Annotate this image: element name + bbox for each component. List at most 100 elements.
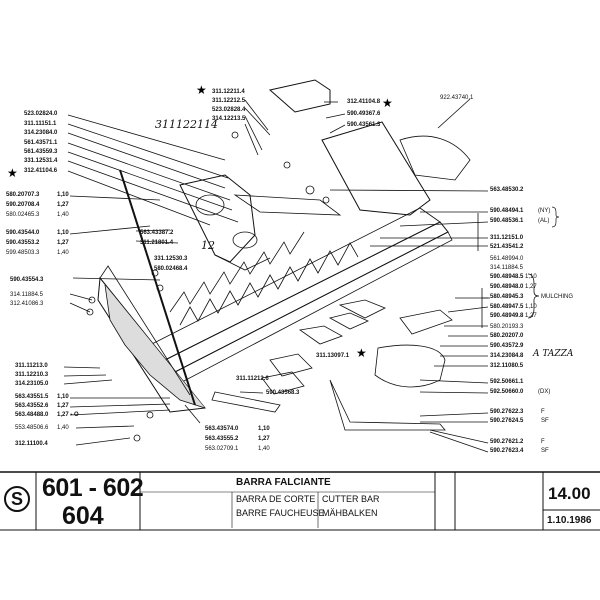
highlight-star-4: ★ [356, 346, 367, 360]
part-label: 1,40 [258, 446, 270, 452]
part-label: 561.43559.3 [24, 149, 58, 155]
brand-logo-letter: S [10, 489, 23, 509]
section-title: BARRA FALCIANTE [236, 477, 331, 488]
part-label: 312.11100.4 [15, 441, 48, 447]
part-label: 580.48945.3 [490, 294, 524, 300]
part-label: 1,10 [57, 230, 69, 236]
part-label: 1,10 [57, 394, 69, 400]
part-label: 590.43553.2 [6, 240, 40, 246]
part-label: SF [541, 448, 549, 454]
part-label: 1,27 [258, 436, 270, 442]
part-label: 311.12151.0 [490, 235, 524, 241]
part-label: 1,40 [57, 212, 69, 218]
revision-date: 1.10.1986 [547, 515, 592, 526]
title-block-frame [0, 471, 600, 531]
model-numbers-line1: 601 - 602 [42, 474, 144, 502]
part-label: 1,10 [57, 192, 69, 198]
mulching-note: MULCHING [541, 294, 574, 300]
part-label: 561.43571.1 [24, 140, 58, 146]
part-label: 563.48530.2 [490, 187, 524, 193]
part-label: 1,27 [525, 284, 537, 290]
part-label: 590.48948.5 [490, 274, 524, 280]
highlight-star-1: ★ [196, 83, 207, 97]
part-label: 314.12213.5 [212, 116, 246, 122]
part-label: 590.43561.3 [347, 122, 381, 128]
part-label: 1,27 [525, 313, 537, 319]
name-french: BARRE FAUCHEUSE [236, 508, 325, 518]
part-label: 580.20207.0 [490, 333, 524, 339]
brand-logo: S [4, 486, 30, 512]
part-label: 523.02828.4 [212, 107, 246, 113]
part-label: 311.11213.0 [15, 363, 48, 369]
part-label: 312.11080.5 [490, 363, 524, 369]
handwritten-note: 311122114 [155, 118, 218, 131]
page-number: 14.00 [548, 484, 591, 503]
part-label: 590.43544.0 [6, 230, 40, 236]
part-label: 521.43541.2 [490, 244, 524, 250]
name-spanish: BARRA DE CORTE [236, 494, 316, 504]
part-label: 563.43551.5 [15, 394, 49, 400]
part-label: 590.43568.3 [266, 390, 300, 396]
name-german: MÄHBALKEN [322, 508, 378, 518]
part-label: 590.27624.5 [490, 418, 524, 424]
part-label: 1,10 [525, 274, 537, 280]
part-label: 580.02468.4 [154, 266, 188, 272]
part-label: F [541, 439, 545, 445]
part-label: 1,27 - O [57, 412, 79, 418]
part-label: 590.27623.4 [490, 448, 524, 454]
part-label: 592.50661.1 [490, 379, 524, 385]
exploded-drawing [63, 79, 490, 453]
part-label: 1,10 [525, 304, 537, 310]
part-label: 922.43740.1 [440, 95, 474, 101]
part-label: (DX) [538, 389, 551, 395]
part-label: 312.41086.3 [10, 301, 44, 307]
part-label: 1,27 [57, 403, 69, 409]
part-label: 599.48503.3 [6, 250, 40, 256]
part-label: 590.27622.3 [490, 409, 524, 415]
part-label: 311.12210.3 [15, 372, 49, 378]
part-label: 314.11884.5 [10, 292, 43, 298]
part-label: 580.20707.3 [6, 192, 40, 198]
model-numbers-line2: 604 [62, 502, 104, 530]
part-label: 590.43554.3 [10, 277, 44, 283]
part-label: 311.13097.1 [316, 353, 350, 359]
part-label: 590.43572.9 [490, 343, 524, 349]
part-label: 314.23084.8 [490, 353, 524, 359]
highlight-star-2: ★ [382, 96, 393, 110]
part-label: (NY) [538, 208, 551, 214]
mulching-bracket [528, 273, 540, 319]
part-label: 563.43574.0 [205, 426, 239, 432]
title-block: S 601 - 602 604 BARRA FALCIANTE BARRA DE… [0, 470, 600, 600]
part-label: 580.02465.3 [6, 212, 40, 218]
part-label: 331.12531.4 [24, 158, 58, 164]
part-label: 311.11151.1 [24, 121, 57, 127]
part-label: 580.48947.5 [490, 304, 524, 310]
part-label: 311.11212.6 [236, 376, 269, 382]
part-label: 592.50660.0 [490, 389, 524, 395]
part-label: SF [541, 418, 549, 424]
part-label: F [541, 409, 545, 415]
part-label: 563.43555.2 [205, 436, 239, 442]
part-label: 311.12212.5 [212, 98, 246, 104]
part-label: 563.48488.0 [15, 412, 49, 418]
part-label: 1,10 [258, 426, 270, 432]
part-label: 590.48536.1 [490, 218, 524, 224]
part-label: 312.41104.6 [24, 168, 58, 174]
part-label: 563.02709.1 [205, 446, 239, 452]
part-label: 331.12530.3 [154, 256, 188, 262]
part-label: 311.21801.4 [140, 240, 174, 246]
ny-al-bracket [552, 206, 560, 228]
part-label: 590.48949.8 [490, 313, 524, 319]
part-label: 1,40 [57, 250, 69, 256]
part-label: 523.02824.0 [24, 111, 58, 117]
part-label: 314.23084.0 [24, 130, 58, 136]
part-label: 553.48506.6 [15, 425, 49, 431]
part-label: 580.20193.3 [490, 324, 524, 330]
part-label: 563.43387.2 [140, 230, 174, 236]
part-label: 561.48994.0 [490, 256, 524, 262]
handwritten-note: A TAZZA [533, 349, 574, 359]
part-label: 1,27 [57, 240, 69, 246]
part-label: 590.48948.0 [490, 284, 524, 290]
part-label: 314.23105.0 [15, 381, 49, 387]
